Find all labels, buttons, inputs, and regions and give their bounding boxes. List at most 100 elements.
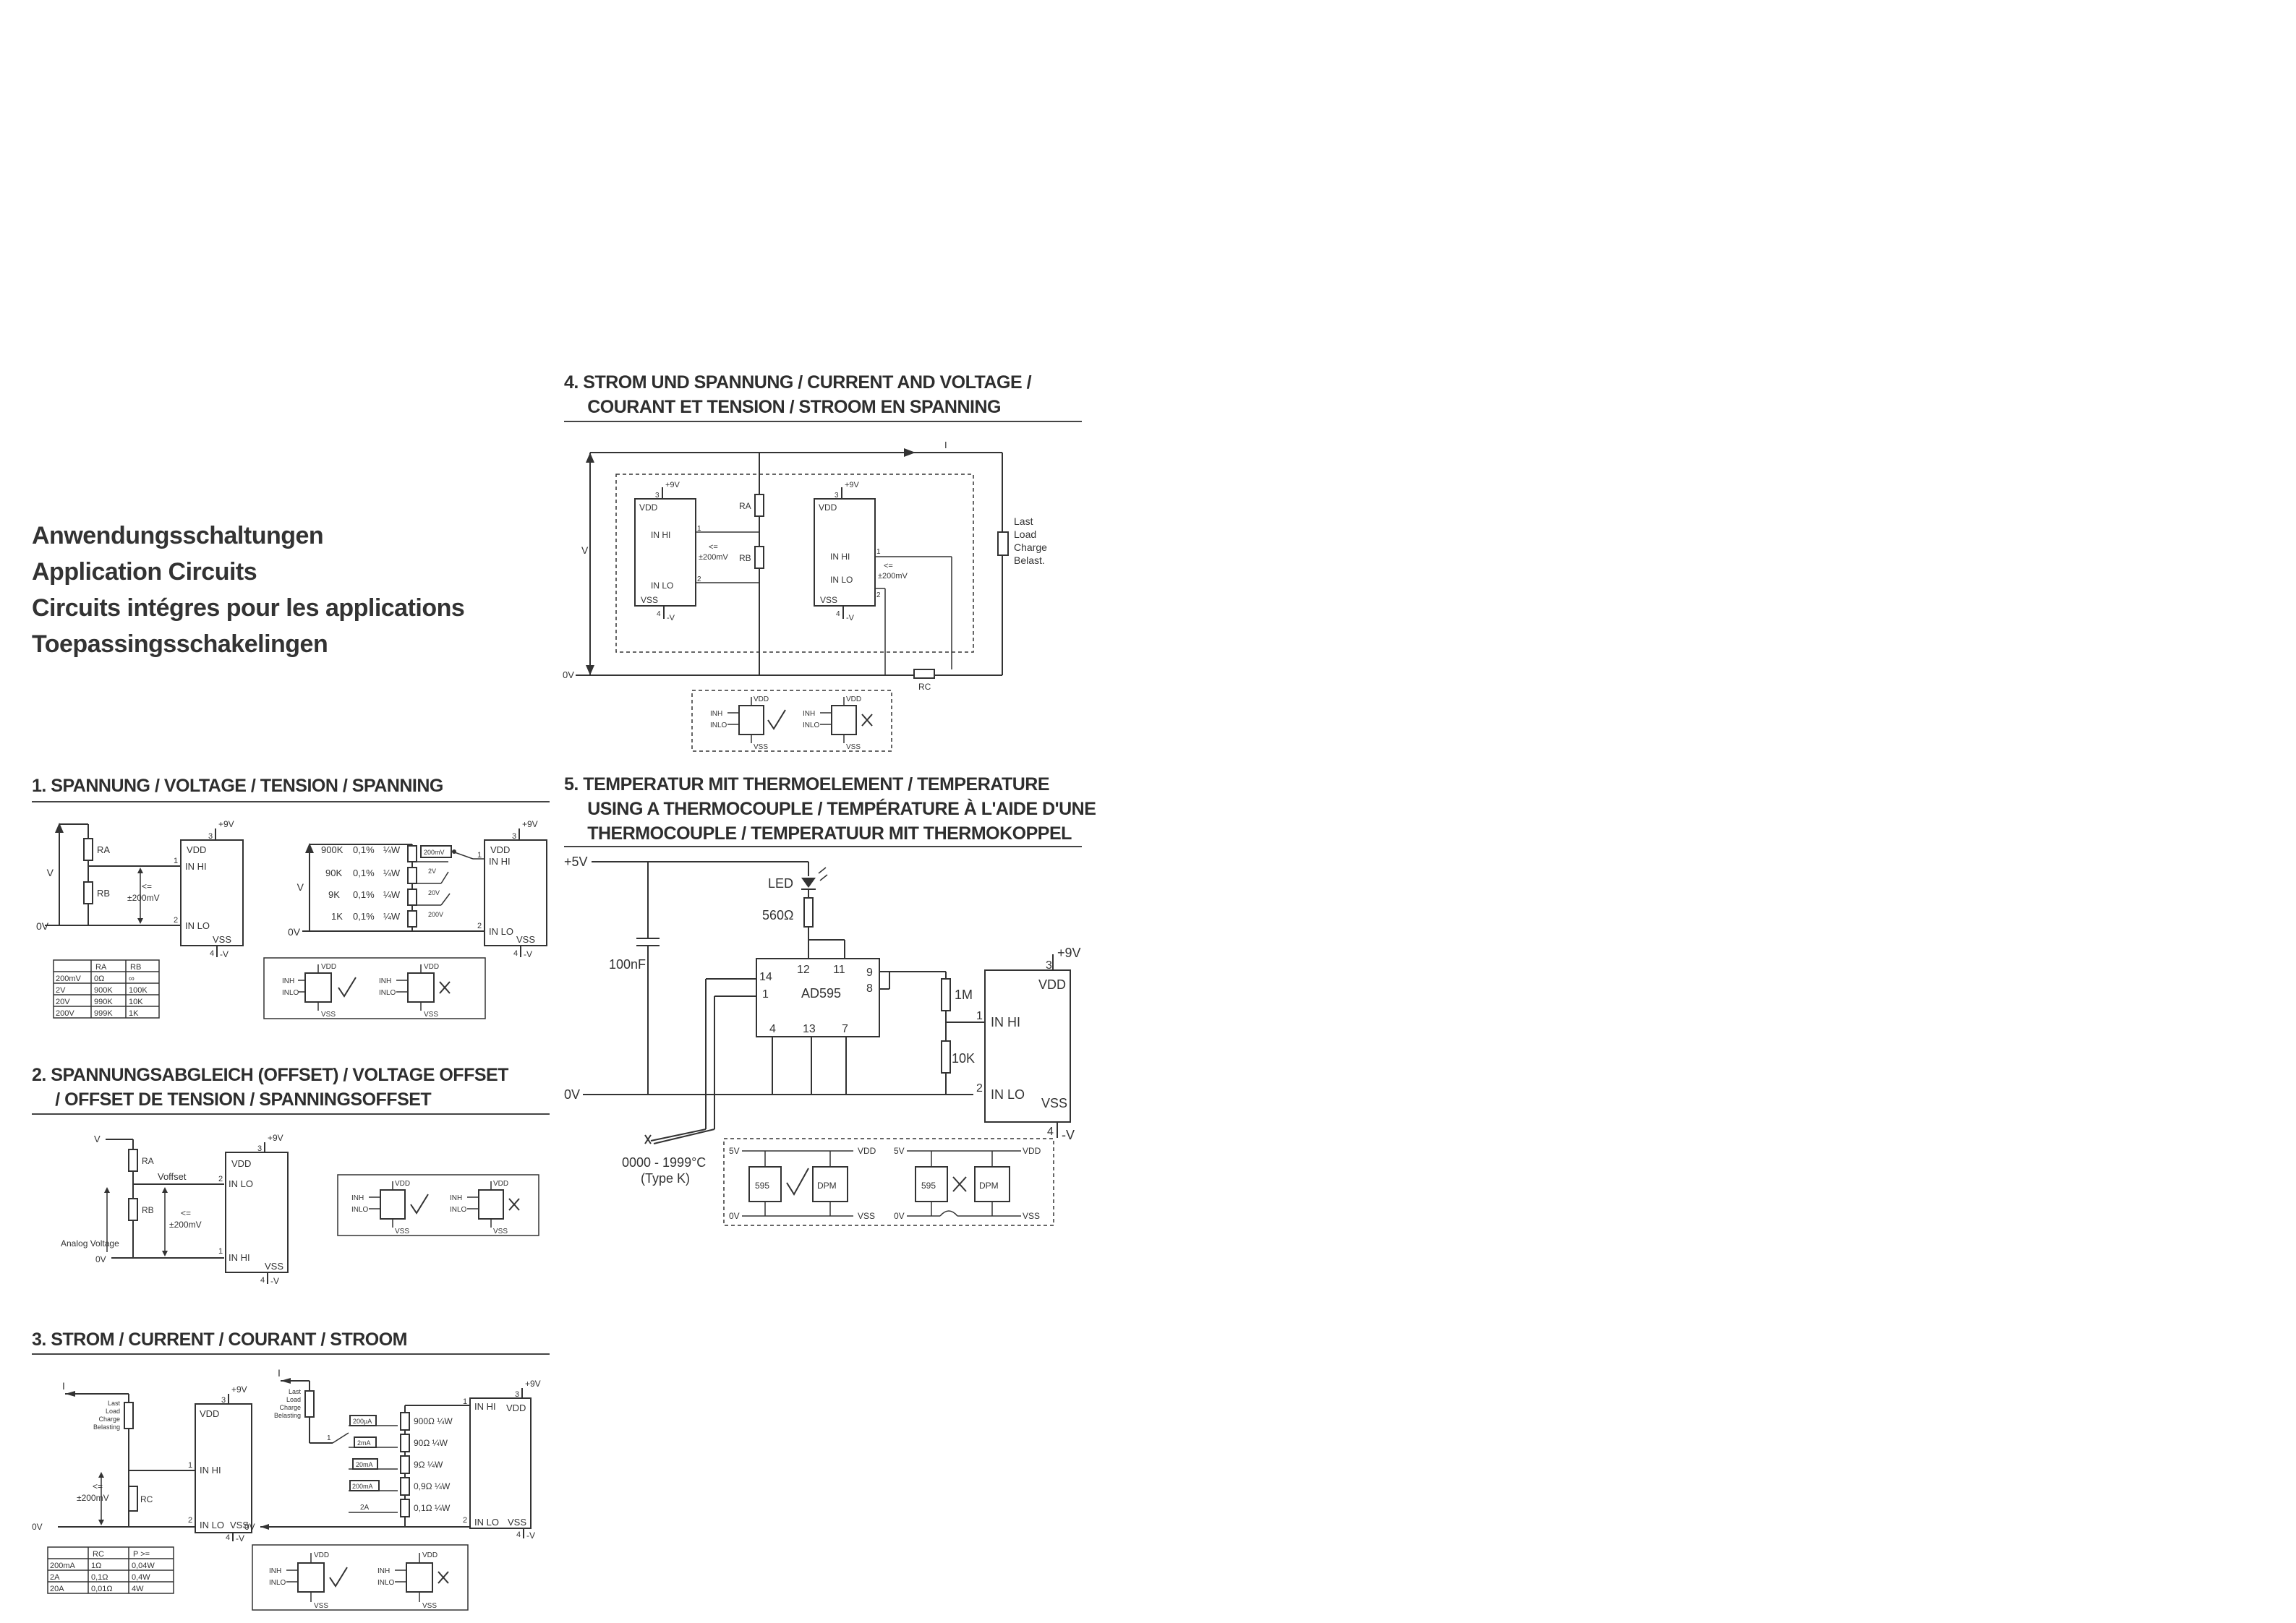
cross-icon — [861, 714, 873, 727]
svg-text:Analog Voltage: Analog Voltage — [61, 1238, 119, 1249]
cross-icon — [952, 1176, 967, 1192]
svg-text:∞: ∞ — [129, 975, 135, 983]
svg-text:0V: 0V — [894, 1211, 905, 1221]
svg-text:100K: 100K — [129, 986, 148, 995]
svg-text:999K: 999K — [94, 1009, 113, 1018]
svg-text:IN HI: IN HI — [651, 530, 670, 540]
svg-text:Charge: Charge — [98, 1416, 120, 1423]
svg-text:VSS: VSS — [820, 595, 837, 605]
table-voltage: RA RB 200mV 0Ω ∞ 2V 900K 100K 20V 990K 1… — [53, 959, 160, 1019]
resistor-1m — [941, 978, 951, 1011]
svg-text:+9V: +9V — [525, 1379, 541, 1389]
svg-text:Belast.: Belast. — [1014, 554, 1045, 566]
svg-text:20V: 20V — [428, 889, 440, 896]
dpm-module — [984, 969, 1071, 1123]
svg-text:+9V: +9V — [231, 1384, 247, 1395]
svg-text:VSS: VSS — [508, 1517, 526, 1528]
thermocouple-junction — [644, 1134, 652, 1144]
svg-text:4: 4 — [210, 949, 214, 958]
connection-hint-current-voltage: VDD VSS INH INLO VDD VSS INH INLO — [691, 690, 892, 752]
label-v: V — [47, 867, 54, 878]
title-dutch: Toepassingsschakelingen — [32, 630, 328, 658]
svg-text:±200mV: ±200mV — [77, 1493, 109, 1503]
svg-text:0,1Ω: 0,1Ω — [91, 1573, 108, 1582]
svg-text:+5V: +5V — [564, 855, 588, 869]
check-icon — [329, 1567, 348, 1588]
svg-text:9K: 9K — [328, 889, 340, 900]
svg-text:VDD: VDD — [395, 1180, 410, 1188]
svg-text:4: 4 — [657, 610, 661, 618]
section-5-rule — [564, 846, 1082, 847]
svg-text:+9V: +9V — [522, 819, 538, 829]
led-icon — [801, 867, 828, 890]
svg-text:IN HI: IN HI — [830, 552, 850, 562]
svg-text:VDD: VDD — [1038, 977, 1066, 992]
svg-text:11: 11 — [833, 964, 845, 976]
svg-text:DPM: DPM — [817, 1181, 837, 1191]
svg-text:0V: 0V — [95, 1254, 106, 1264]
svg-text:2: 2 — [218, 1175, 223, 1183]
connection-ok: VDD VSS INH INLO — [282, 963, 357, 1019]
svg-text:VDD: VDD — [846, 695, 861, 703]
svg-text:1: 1 — [976, 1010, 983, 1022]
dpm-module — [225, 1152, 289, 1273]
svg-text:INH: INH — [450, 1194, 462, 1202]
svg-text:VDD: VDD — [858, 1146, 876, 1156]
svg-text:2: 2 — [876, 591, 881, 599]
dpm-current: VDD IN HI IN LO VSS +9V 3 4 -V 1 2 <= ±2… — [814, 481, 952, 675]
svg-text:(Type K): (Type K) — [641, 1171, 690, 1186]
svg-text:IN HI: IN HI — [489, 856, 511, 867]
svg-text:RB: RB — [739, 553, 751, 563]
diagram-current-voltage: V 0V I Last Load Charge Belast. RC RA RB… — [563, 440, 1047, 692]
svg-text:1: 1 — [876, 548, 881, 556]
svg-text:3: 3 — [221, 1396, 226, 1405]
svg-text:1: 1 — [327, 1434, 331, 1442]
title-german: Anwendungsschaltungen — [32, 522, 324, 549]
check-icon — [767, 709, 786, 730]
svg-text:3: 3 — [257, 1144, 262, 1153]
diagram-current-shunt: I Last Load Charge Belasting 0V RC <= ±2… — [32, 1380, 252, 1543]
svg-text:1: 1 — [463, 1397, 467, 1406]
svg-text:VSS: VSS — [321, 1011, 336, 1019]
svg-text:4: 4 — [836, 610, 840, 618]
svg-text:VDD: VDD — [314, 1551, 329, 1559]
svg-text:-V: -V — [1062, 1128, 1075, 1142]
svg-text:±200mV: ±200mV — [127, 893, 160, 903]
svg-text:VDD: VDD — [493, 1180, 508, 1188]
svg-text:10K: 10K — [129, 998, 143, 1006]
title-english: Application Circuits — [32, 558, 257, 586]
svg-text:4W: 4W — [132, 1585, 144, 1593]
svg-text:Charge: Charge — [1014, 541, 1047, 553]
svg-text:0,1Ω ¼W: 0,1Ω ¼W — [414, 1503, 451, 1513]
svg-text:0V: 0V — [564, 1087, 580, 1102]
svg-text:VDD: VDD — [819, 502, 837, 513]
connection-hint-thermocouple: 5V 0V 595 DPM VDD VSS 5V 0V 595 DPM VDD … — [723, 1138, 1054, 1226]
svg-text:1: 1 — [697, 525, 701, 533]
svg-text:¼W: ¼W — [383, 889, 401, 900]
svg-text:RA: RA — [95, 963, 107, 972]
svg-text:VDD: VDD — [321, 963, 336, 971]
svg-text:VSS: VSS — [641, 595, 658, 605]
svg-text:VDD: VDD — [639, 502, 658, 513]
svg-text:Belasting: Belasting — [93, 1423, 120, 1431]
svg-text:0,01Ω: 0,01Ω — [91, 1585, 113, 1593]
svg-text:INLO: INLO — [379, 989, 396, 997]
svg-text:1K: 1K — [129, 1009, 139, 1018]
connection-bad: VDD VSS INH INLO — [450, 1180, 520, 1236]
svg-text:VDD: VDD — [424, 963, 439, 971]
svg-text:-V: -V — [526, 1530, 535, 1541]
svg-text:INH: INH — [351, 1194, 364, 1202]
connection-ok: VDD VSS INH INLO — [351, 1180, 429, 1236]
svg-text:Last: Last — [108, 1400, 121, 1407]
svg-text:2: 2 — [976, 1082, 983, 1095]
connection-ok: VDD VSS INH INLO — [269, 1551, 348, 1610]
svg-text:<=: <= — [181, 1208, 191, 1218]
section-3-heading: 3. STROM / CURRENT / COURANT / STROOM — [32, 1329, 408, 1350]
svg-text:VSS: VSS — [1023, 1211, 1040, 1221]
svg-text:560Ω: 560Ω — [762, 908, 794, 922]
svg-text:2: 2 — [463, 1516, 467, 1525]
svg-text:2A: 2A — [50, 1573, 60, 1582]
svg-text:4: 4 — [1047, 1126, 1054, 1138]
svg-text:0,1%: 0,1% — [353, 911, 375, 922]
connection-bad: VDD VSS INH INLO — [379, 963, 451, 1019]
